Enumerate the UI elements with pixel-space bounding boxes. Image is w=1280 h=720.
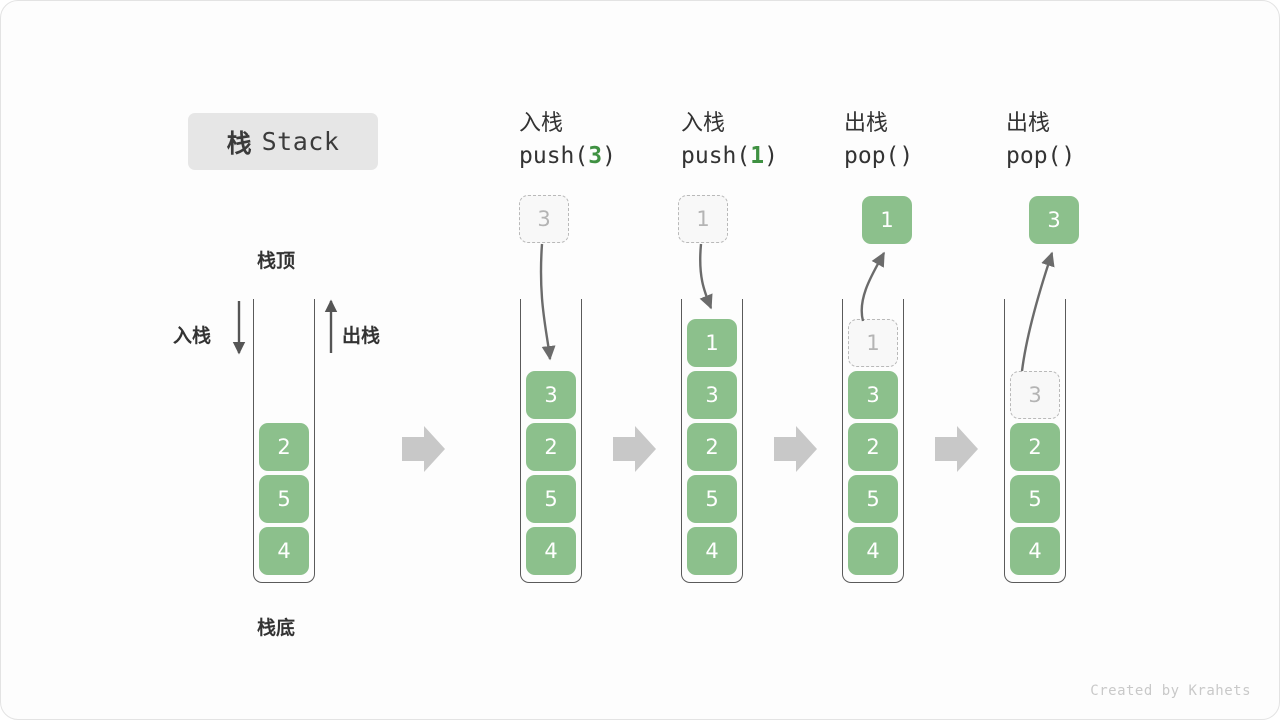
stack-cell: 2 [1010,423,1060,471]
stack-cell: 4 [526,527,576,575]
stack-container [681,299,743,583]
column-operation-code: push(3) [519,139,709,173]
column-operation-code: push(1) [681,139,871,173]
stack-cell: 3 [526,371,576,419]
column-header-push-1: 入栈 push(1) [681,109,871,173]
code-tail: ) [764,143,778,169]
stack-cell: 2 [259,423,309,471]
code-arg: 1 [750,143,765,169]
column-operation-cn: 出栈 [1006,111,1051,136]
stack-container [842,299,904,583]
stack-cell: 4 [848,527,898,575]
pop-direction-label: 出栈 [342,325,381,347]
column-operation-cn: 入栈 [681,111,726,136]
stack-cell: 4 [1010,527,1060,575]
title-chinese: 栈 [226,128,252,158]
diagram-title: 栈 Stack [188,113,378,170]
stack-container [253,299,315,583]
code-arg: 3 [588,143,603,169]
stack-cell-ghost: 3 [1010,371,1060,419]
stack-cell: 5 [848,475,898,523]
column-operation-cn: 出栈 [844,111,889,136]
stack-container [1004,299,1066,583]
code-tail: ) [602,143,616,169]
stack-cell: 3 [687,371,737,419]
stack-cell: 3 [848,371,898,419]
incoming-element-3: 3 [519,195,569,243]
stack-bottom-label: 栈底 [257,617,296,639]
column-operation-cn: 入栈 [519,111,564,136]
stack-cell: 2 [526,423,576,471]
step-arrow-4 [935,426,978,472]
stack-cell: 2 [687,423,737,471]
column-header-push-3: 入栈 push(3) [519,109,709,173]
code-op: push( [519,143,589,169]
step-arrow-3 [774,426,817,472]
credit-text: Created by Krahets [1090,683,1251,699]
step-arrow-2 [613,426,656,472]
stack-cell-ghost: 1 [848,319,898,367]
stack-top-label: 栈顶 [257,250,296,272]
step-arrow-1 [402,426,445,472]
column-operation-code: pop() [1006,139,1196,173]
stack-cell: 2 [848,423,898,471]
push-direction-label: 入栈 [173,325,212,347]
code-tail: ) [1061,143,1076,169]
stack-cell: 5 [1010,475,1060,523]
stack-cell: 5 [526,475,576,523]
incoming-element-1: 1 [678,195,728,243]
stack-cell: 4 [259,527,309,575]
stack-cell: 5 [687,475,737,523]
code-tail: ) [899,143,914,169]
stack-cell: 4 [687,527,737,575]
column-operation-code: pop() [844,139,1034,173]
title-english: Stack [261,127,340,156]
popped-element-1: 1 [862,196,912,244]
column-header-pop-1: 出栈 pop() [844,109,1034,173]
column-header-pop-3: 出栈 pop() [1006,109,1196,173]
stack-cell: 1 [687,319,737,367]
code-op: push( [681,143,751,169]
code-op: pop( [844,143,900,169]
code-op: pop( [1006,143,1062,169]
stack-cell: 5 [259,475,309,523]
popped-element-3: 3 [1029,196,1079,244]
stack-container [520,299,582,583]
